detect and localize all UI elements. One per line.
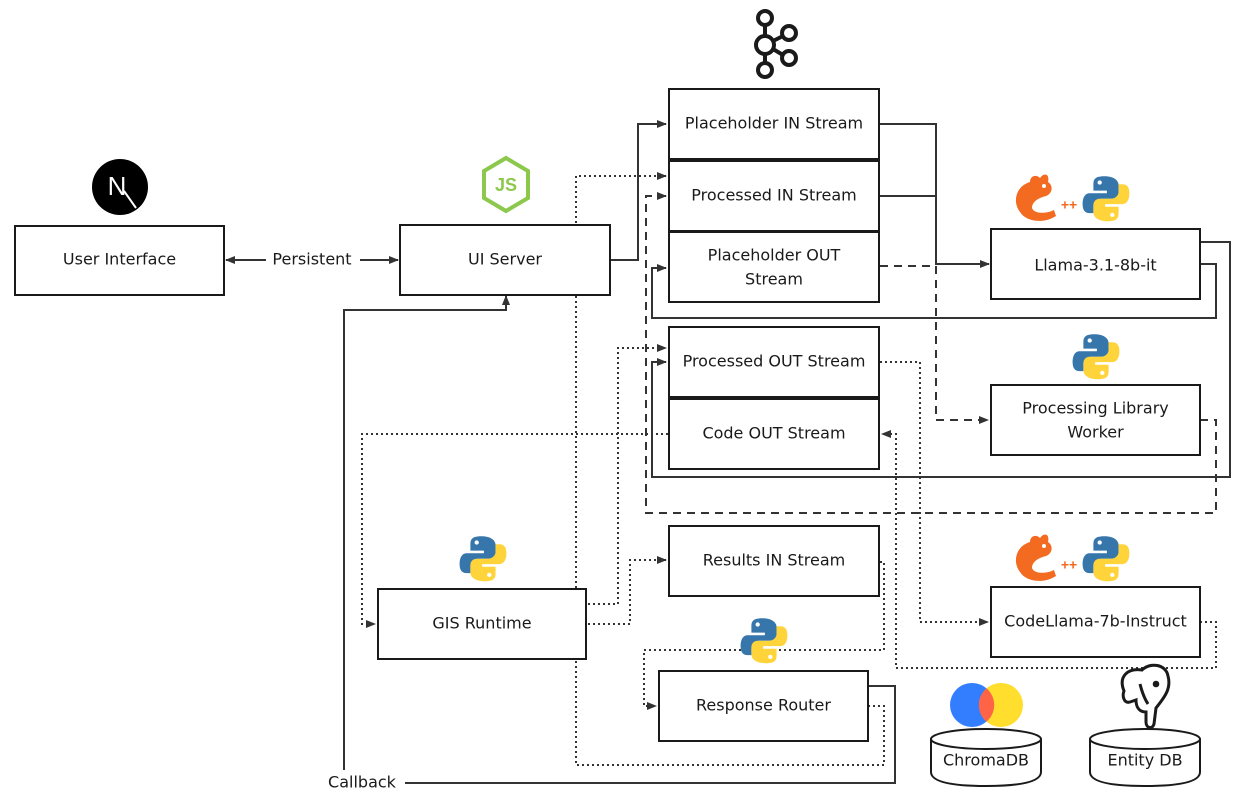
placeholder-out-stream-label-line2: Stream bbox=[745, 270, 803, 289]
results-in-stream-node bbox=[668, 525, 880, 597]
svg-text:N: N bbox=[108, 171, 127, 201]
chromadb-icon bbox=[950, 683, 1023, 727]
llamacpp-plus-icon: ++ bbox=[1061, 557, 1077, 573]
processed-out-stream-label: Processed OUT Stream bbox=[683, 352, 866, 371]
chromadb-label: ChromaDB bbox=[943, 751, 1029, 770]
edge-router-to-processed-in bbox=[575, 172, 885, 766]
llamacpp-icon bbox=[1015, 174, 1056, 221]
nextjs-icon: N bbox=[92, 159, 148, 215]
llamacpp-plus-icon: ++ bbox=[1061, 197, 1077, 213]
nodejs-icon: JS bbox=[482, 155, 530, 214]
processed-out-stream-node bbox=[668, 326, 880, 398]
results-in-stream-label: Results IN Stream bbox=[703, 551, 846, 570]
kafka-icon bbox=[754, 9, 798, 79]
gis-runtime-label: GIS Runtime bbox=[432, 614, 531, 633]
placeholder-out-stream-node bbox=[668, 231, 880, 303]
edge-placeholder-out-to-worker bbox=[880, 265, 989, 424]
edge-gis-to-processed-out bbox=[588, 344, 667, 605]
python-icon bbox=[740, 618, 788, 664]
chromadb-node: ChromaDB bbox=[930, 728, 1042, 788]
processed-in-stream-label: Processed IN Stream bbox=[691, 186, 856, 205]
ui-server-node bbox=[399, 224, 611, 296]
codellama-label: CodeLlama-7b-Instruct bbox=[1004, 612, 1187, 631]
code-out-stream-node bbox=[668, 398, 880, 470]
ui-server-label: UI Server bbox=[468, 250, 542, 269]
processing-worker-node bbox=[990, 384, 1201, 456]
edge-gis-to-results-in bbox=[588, 556, 667, 625]
user-interface-node bbox=[14, 225, 225, 296]
entity-db-node: Entity DB bbox=[1089, 728, 1201, 788]
processed-in-stream-node bbox=[668, 160, 880, 232]
llamacpp-icon bbox=[1015, 534, 1056, 581]
response-router-label: Response Router bbox=[696, 696, 831, 715]
codellama-node bbox=[990, 586, 1201, 658]
edge-placeholder-in-to-llama bbox=[880, 123, 990, 268]
llama-node bbox=[990, 228, 1201, 300]
placeholder-out-stream-label-line1: Placeholder OUT bbox=[708, 246, 841, 265]
response-router-node bbox=[658, 670, 869, 742]
placeholder-in-stream-label: Placeholder IN Stream bbox=[685, 114, 863, 133]
python-icon bbox=[1082, 176, 1130, 222]
postgresql-icon bbox=[1120, 663, 1171, 730]
edge-codeout-to-gis bbox=[361, 433, 668, 628]
edge-llama-to-placeholder-out bbox=[651, 263, 1217, 319]
edge-uiserver-to-placeholder-in bbox=[610, 120, 667, 261]
python-icon bbox=[1072, 334, 1120, 380]
edge-worker-to-processed-in bbox=[645, 192, 1217, 514]
edge-codellama-to-codeout bbox=[881, 430, 1217, 669]
edge-label-callback: Callback bbox=[328, 773, 397, 792]
user-interface-label: User Interface bbox=[63, 250, 176, 269]
gis-runtime-node bbox=[377, 588, 587, 660]
edge-callback bbox=[405, 685, 896, 784]
edge-callback-to-uiserver bbox=[343, 295, 510, 770]
python-icon bbox=[1082, 536, 1130, 582]
llama-label: Llama-3.1-8b-it bbox=[1034, 256, 1156, 275]
python-icon bbox=[459, 536, 507, 582]
edge-processed-in-to-llama bbox=[880, 195, 937, 264]
placeholder-in-stream-node bbox=[668, 88, 880, 160]
edge-label-persistent: Persistent bbox=[272, 250, 351, 269]
entity-db-label: Entity DB bbox=[1107, 751, 1182, 770]
processing-worker-label-line1: Processing Library bbox=[1022, 399, 1168, 418]
code-out-stream-label: Code OUT Stream bbox=[702, 424, 845, 443]
svg-text:JS: JS bbox=[495, 175, 517, 195]
edge-llama-to-processed-out bbox=[651, 241, 1231, 478]
processing-worker-label-line2: Worker bbox=[1067, 423, 1124, 442]
edge-processed-out-to-codellama bbox=[880, 361, 989, 626]
